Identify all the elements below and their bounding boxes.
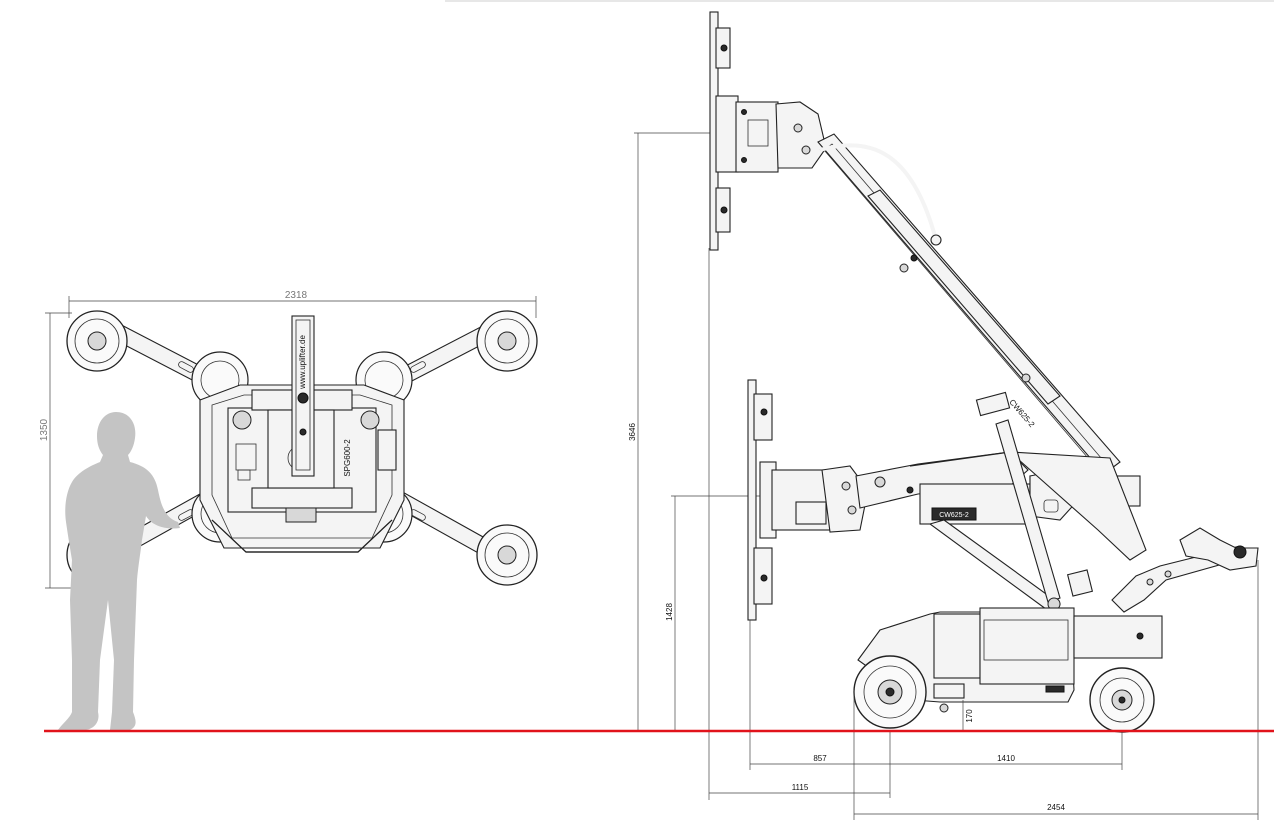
front-wheel: [853, 655, 927, 729]
top-view-brand-label: www.uplifter.de: [298, 335, 307, 390]
dim-wheelbase: 1410: [889, 730, 1123, 798]
suction-cup: [66, 310, 128, 372]
frame-marking: CW625-2: [939, 512, 969, 519]
side-view: 3646 1428: [628, 11, 1259, 820]
dim-ground-clearance: 170: [962, 700, 974, 730]
telescopic-boom: CW625-2: [817, 133, 1121, 475]
suction-cup: [476, 524, 538, 586]
dim-max-height-label: 3646: [628, 423, 637, 441]
boom-marking: CW625-2: [1007, 398, 1036, 430]
arm-linkage: CW625-2: [855, 451, 1147, 561]
tow-handle: [1111, 527, 1259, 613]
dim-wheelbase-label: 1410: [997, 754, 1015, 763]
dim-pad-height: 1428: [665, 495, 760, 730]
dim-top-width: 2318: [68, 290, 537, 318]
suction-cup: [476, 310, 538, 372]
rear-wheel: [1089, 667, 1155, 733]
human-silhouette: [58, 412, 180, 730]
dim-reach-to-axle: 1115: [709, 783, 890, 794]
dim-overall-length: 2454: [853, 560, 1259, 820]
dim-top-width-label: 2318: [285, 290, 308, 301]
dim-reach-to-axle-label: 1115: [792, 783, 809, 792]
top-view-model-label: SPG600-2: [343, 439, 352, 477]
dim-front-reach-label: 857: [813, 754, 827, 763]
dim-pad-height-label: 1428: [665, 603, 674, 621]
dim-ground-clearance-label: 170: [965, 709, 974, 723]
rotation-arm: www.uplifter.de: [291, 315, 315, 477]
dim-overall-length-label: 2454: [1047, 803, 1065, 812]
support-cylinders: [928, 419, 1061, 613]
dim-max-height: 3646: [628, 132, 712, 730]
dim-top-depth-label: 1350: [39, 418, 50, 441]
lower-vacuum-pad: [747, 379, 869, 621]
upper-vacuum-pad: [709, 11, 827, 251]
dim-front-reach: 857: [749, 620, 890, 770]
dim-top-depth: 1350: [39, 312, 72, 589]
